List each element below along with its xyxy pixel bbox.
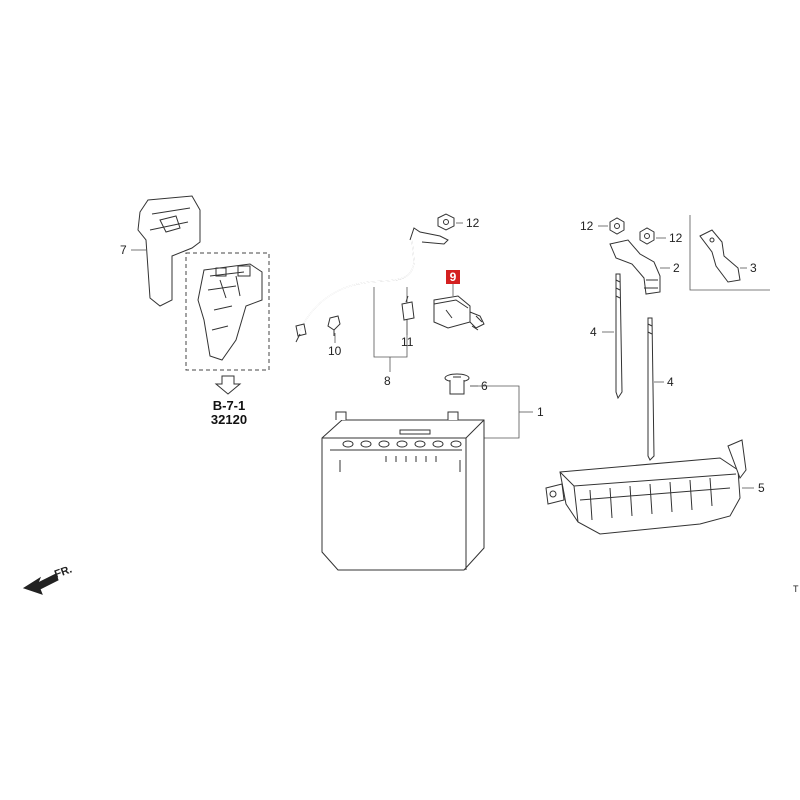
fuse-box-assembly — [197, 263, 263, 361]
callout-12-right-b: 12 — [669, 231, 683, 245]
part-4-rod-b[interactable] — [647, 317, 655, 461]
part-12-nut-top[interactable] — [437, 213, 455, 231]
callout-9-highlight — [446, 270, 460, 284]
part-3-inset-frame — [689, 215, 770, 291]
callout-12-top: 12 — [466, 216, 480, 230]
part-3-clip[interactable] — [699, 229, 741, 283]
part-7-bracket-cover[interactable] — [137, 195, 201, 307]
part-12-nut-right-a[interactable] — [609, 217, 625, 235]
part-9-battery-sensor[interactable] — [433, 295, 485, 331]
callout-12-right-a: 12 — [580, 219, 594, 233]
callout-8: 8 — [384, 374, 391, 388]
reference-arrow-icon — [214, 375, 242, 395]
corner-mark: T — [793, 584, 799, 594]
part-5-battery-tray[interactable] — [545, 439, 747, 535]
part-8-battery-cable[interactable] — [295, 227, 449, 343]
callout-2: 2 — [673, 261, 680, 275]
callout-3: 3 — [750, 261, 757, 275]
part-1-battery[interactable] — [321, 411, 485, 571]
reference-part-number[interactable]: 32120 — [211, 412, 247, 427]
callout-11: 11 — [401, 335, 414, 349]
part-11-terminal[interactable] — [401, 295, 415, 321]
callout-9: 9 — [450, 270, 457, 284]
part-2-hold-down-bracket[interactable] — [609, 239, 661, 295]
callout-4-b: 4 — [667, 375, 674, 389]
front-label: FR. — [53, 563, 74, 580]
front-direction-indicator: FR. — [22, 563, 74, 595]
callout-4-a: 4 — [590, 325, 597, 339]
part-4-rod-a[interactable] — [615, 273, 623, 400]
part-10-bolt[interactable] — [327, 315, 341, 336]
front-arrow-icon — [22, 573, 59, 595]
callout-7: 7 — [120, 243, 127, 257]
part-6-battery-plug[interactable] — [444, 373, 470, 395]
part-12-nut-right-b[interactable] — [639, 227, 655, 245]
reference-box — [185, 252, 270, 371]
callout-1: 1 — [537, 405, 544, 419]
callout-10: 10 — [328, 344, 342, 358]
reference-section[interactable]: B-7-1 — [213, 398, 246, 413]
callout-5: 5 — [758, 481, 765, 495]
